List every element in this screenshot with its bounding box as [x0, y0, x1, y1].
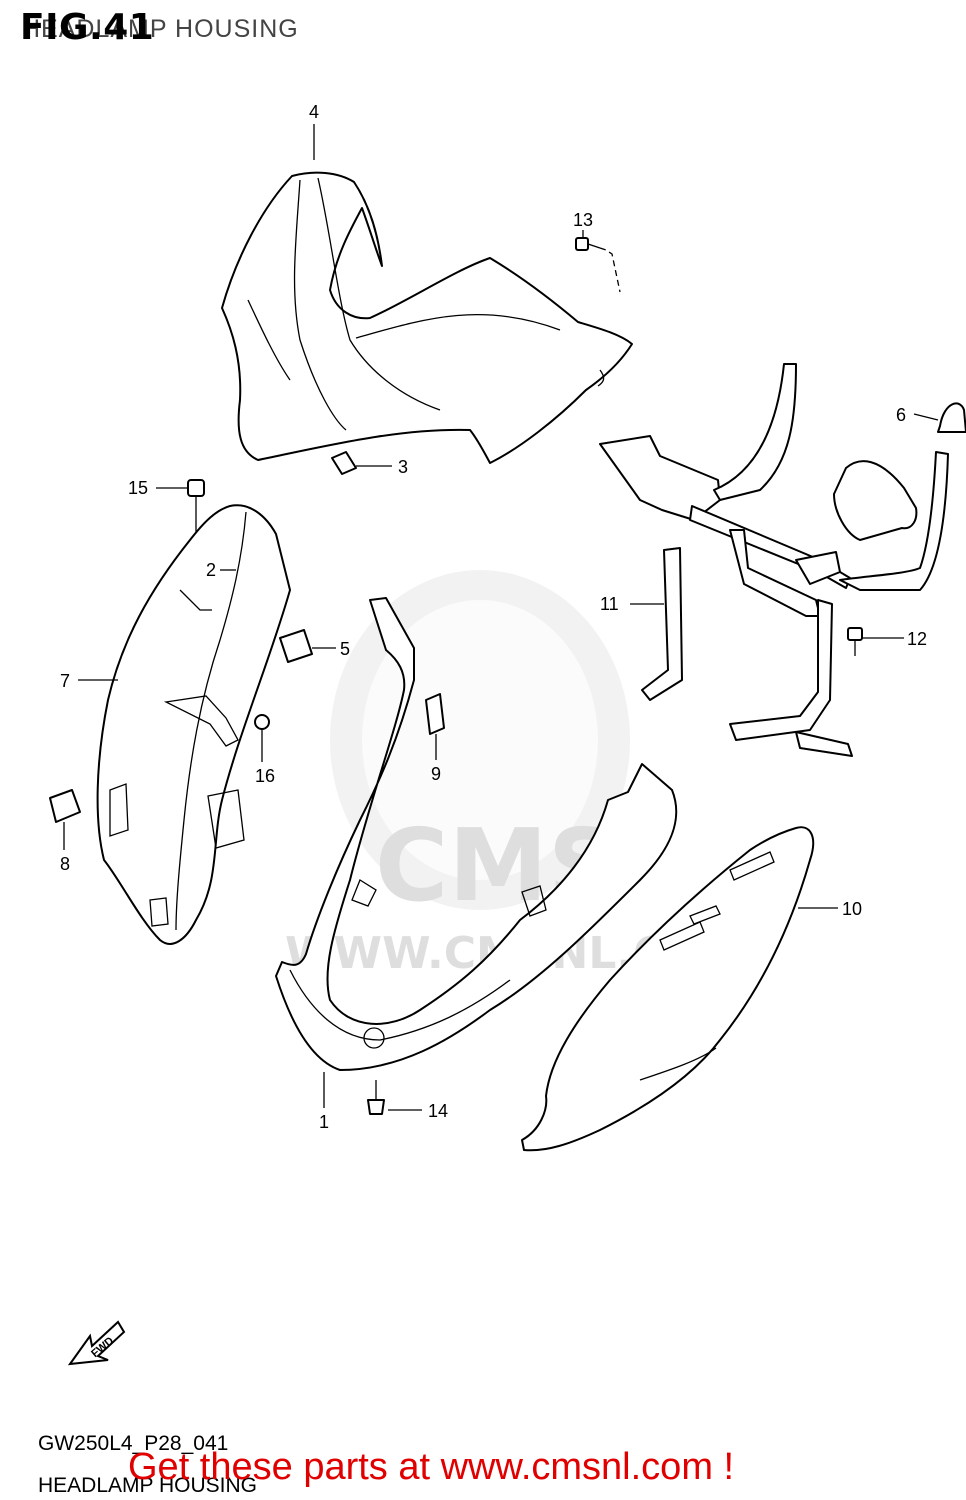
fwd-arrow-icon: FWD: [67, 1320, 126, 1366]
part-12-bolt[interactable]: [847, 627, 863, 656]
diagram-code: GW250L4_P28_041: [38, 1432, 229, 1455]
callout-labels: 4 13 3 6 11 12 15 2 5 7 9 16 8 10 1 14: [60, 102, 927, 1132]
diagram-name: HEADLAMP HOUSING: [38, 1474, 257, 1497]
part-5-pad[interactable]: [279, 629, 313, 663]
callout-1: 1: [319, 1112, 329, 1132]
callout-10: 10: [842, 899, 862, 919]
callout-2: 2: [206, 560, 216, 580]
callout-15: 15: [128, 478, 148, 498]
part-3-clip[interactable]: [331, 451, 357, 475]
callout-5: 5: [340, 639, 350, 659]
part-14-screw[interactable]: [367, 1080, 385, 1115]
part-1-lower-cowl[interactable]: [275, 597, 678, 1071]
figure-number: FIG.41: [20, 7, 155, 48]
part-8-pad[interactable]: [49, 789, 81, 823]
callout-3: 3: [398, 457, 408, 477]
callout-13: 13: [573, 210, 593, 230]
callout-8: 8: [60, 854, 70, 874]
callout-11: 11: [600, 594, 619, 614]
part-4-upper-cowl[interactable]: [221, 171, 633, 464]
promo-link[interactable]: Get these parts at www.cmsnl.com !: [128, 1446, 735, 1488]
leader-lines: [63, 124, 939, 1111]
callout-6: 6: [896, 405, 906, 425]
callout-12: 12: [907, 629, 927, 649]
part-7-inner-panel[interactable]: [96, 504, 291, 945]
callout-4: 4: [309, 102, 319, 122]
part-16-screw[interactable]: [254, 714, 270, 760]
callout-9: 9: [431, 764, 441, 784]
callout-14: 14: [428, 1101, 448, 1121]
figure-title: HEADLAMP HOUSING: [22, 15, 299, 43]
callout-16: 16: [255, 766, 275, 786]
part-9-pad[interactable]: [425, 693, 445, 735]
part-11-bracket[interactable]: [599, 363, 949, 757]
part-6-grommet[interactable]: [937, 402, 966, 433]
part-10-side-cover[interactable]: [521, 826, 815, 1152]
part-13-screw[interactable]: [575, 237, 621, 293]
callout-7: 7: [60, 671, 70, 691]
